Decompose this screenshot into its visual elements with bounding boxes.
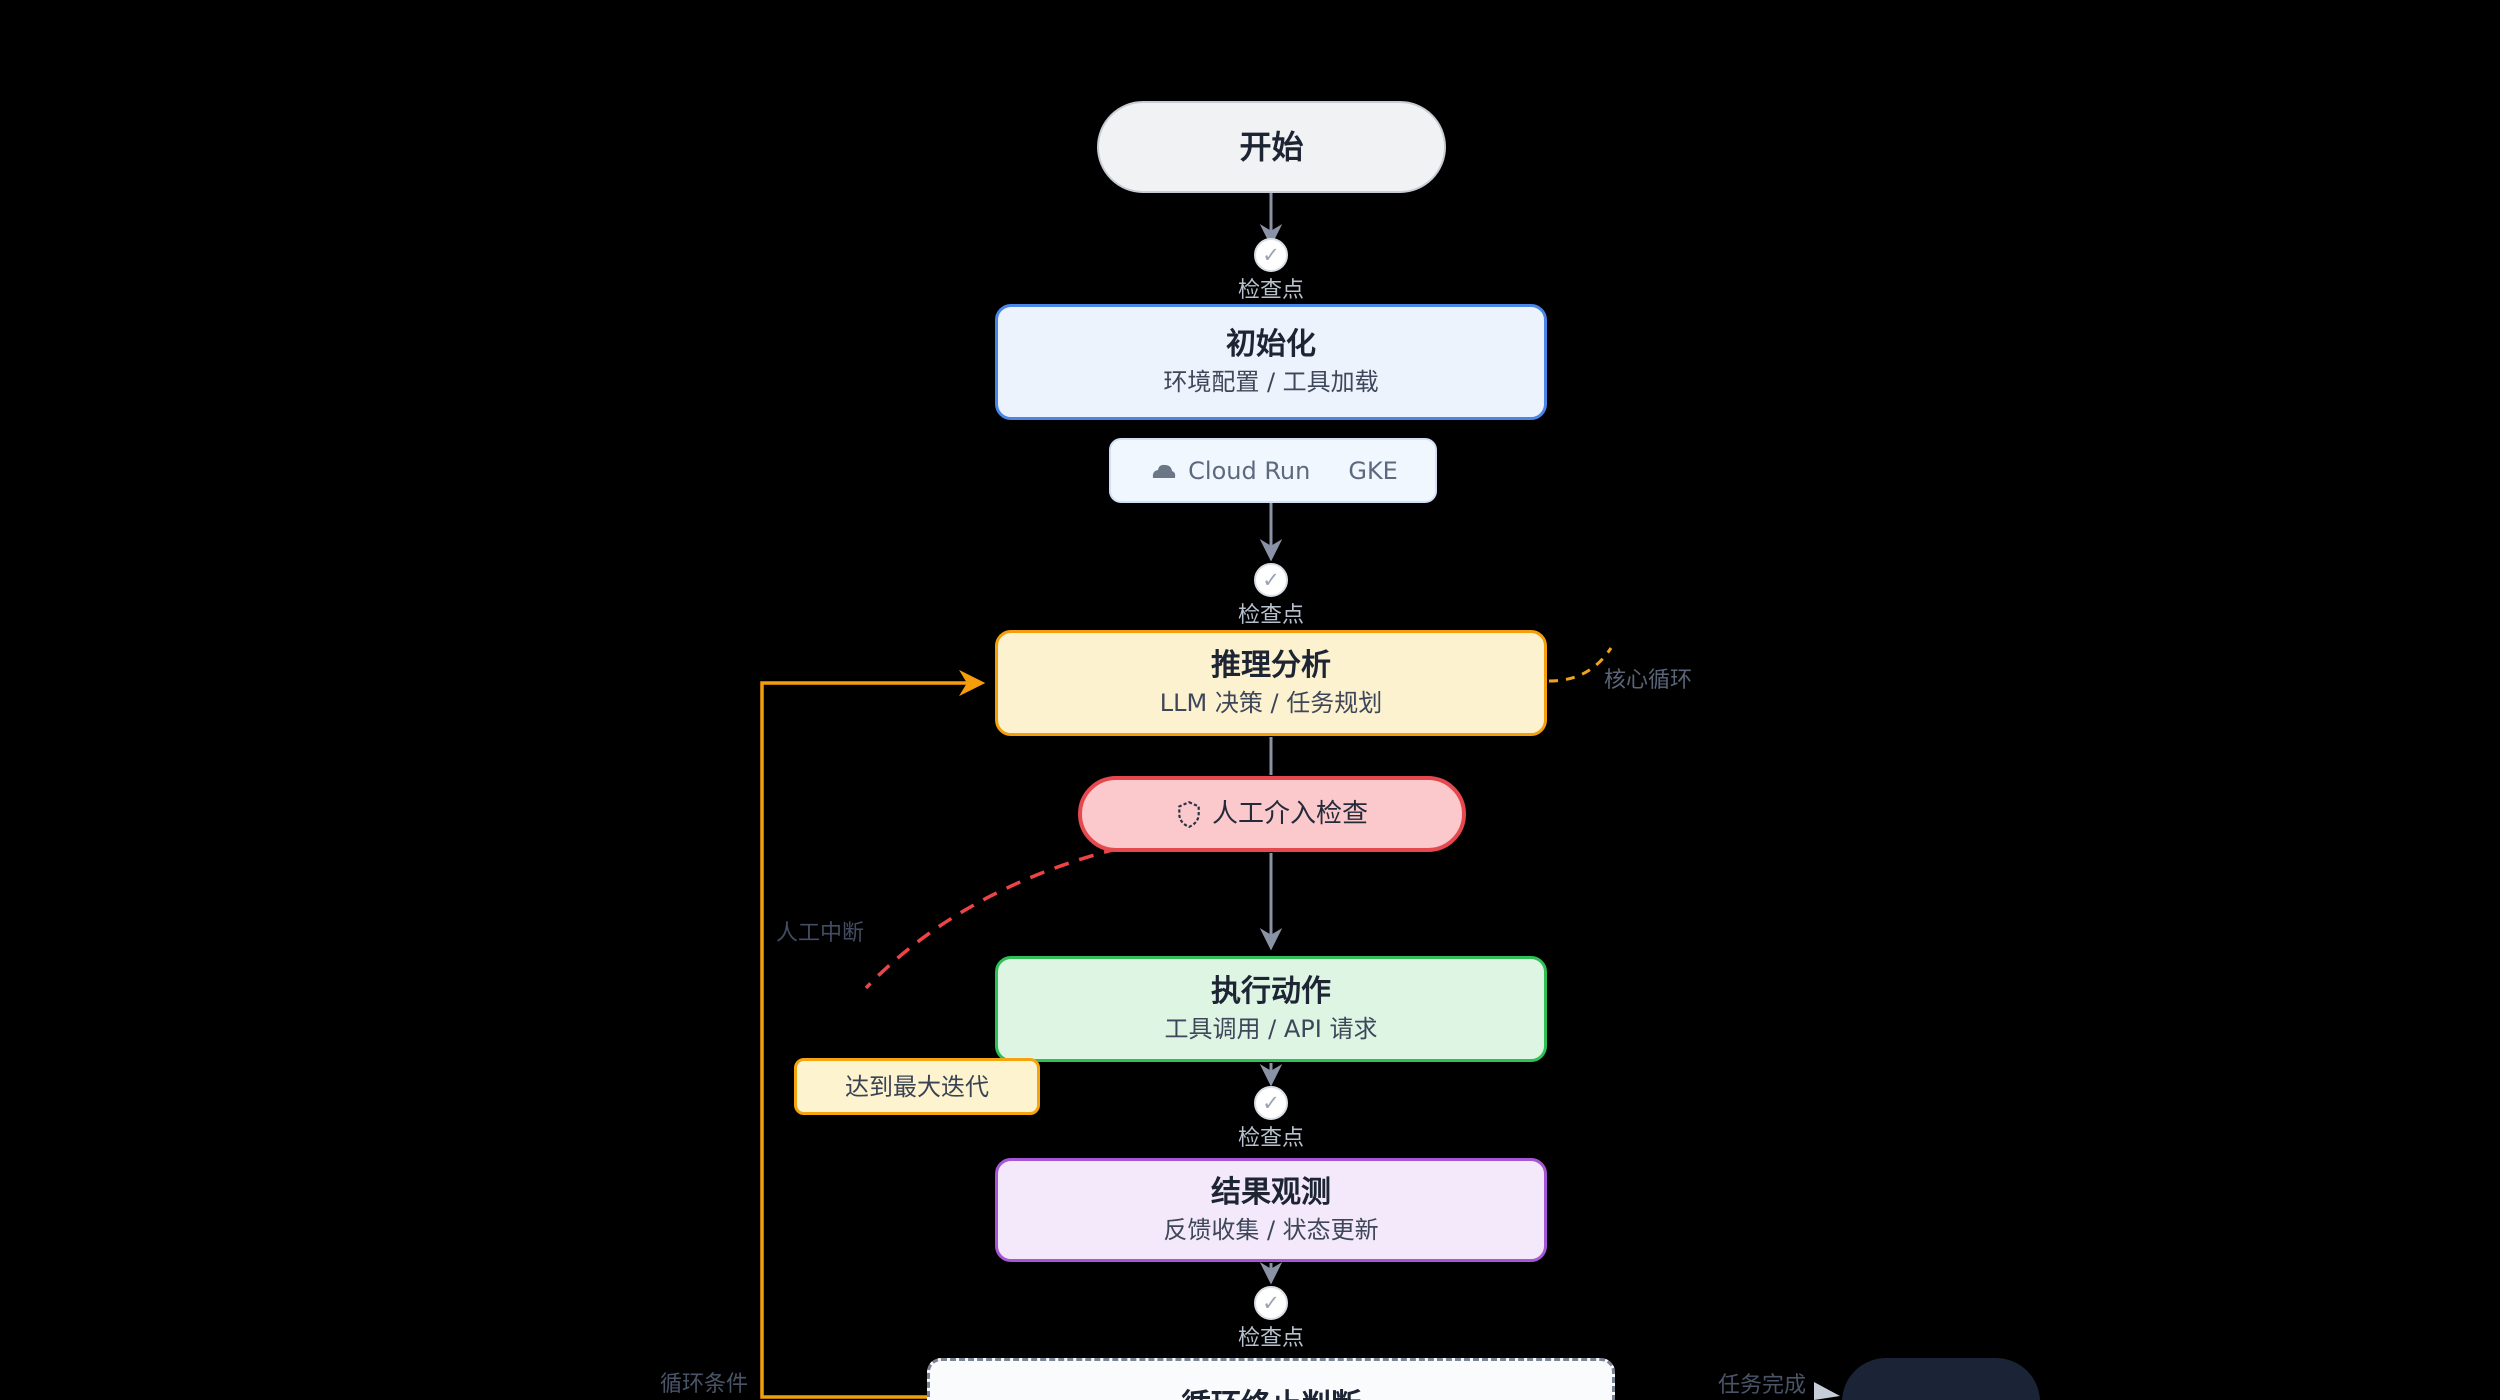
checkpoint-icon: ✓	[1254, 563, 1288, 597]
loop-condition-label: 循环条件	[660, 1372, 749, 1397]
node-platform-chip: Cloud Run GKE	[1109, 438, 1437, 503]
reasoning-subtitle: LLM 决策 / 任务规划	[1159, 689, 1383, 718]
human-interrupt-label: 人工中断	[776, 921, 865, 946]
core-loop-label: 核心循环	[1604, 668, 1693, 693]
node-loop-check: 循环终止判断	[927, 1358, 1615, 1400]
action-title: 执行动作	[1211, 973, 1331, 1009]
edge-into-end-arrow	[1814, 1382, 1840, 1400]
loop-check-title: 循环终止判断	[1181, 1387, 1361, 1400]
checkpoint-label: 检查点	[1237, 278, 1304, 303]
observe-subtitle: 反馈收集 / 状态更新	[1163, 1216, 1379, 1245]
check-icon: ✓	[1262, 242, 1280, 267]
checkpoint-label: 检查点	[1237, 1126, 1304, 1151]
start-title: 开始	[1239, 128, 1304, 166]
check-icon: ✓	[1262, 1290, 1280, 1315]
task-complete-label: 任务完成	[1718, 1373, 1807, 1398]
check-icon: ✓	[1262, 567, 1280, 592]
reasoning-title: 推理分析	[1211, 647, 1331, 683]
node-observe: 结果观测 反馈收集 / 状态更新	[995, 1158, 1547, 1262]
observe-title: 结果观测	[1211, 1174, 1331, 1210]
edge-core-loop-dashed	[1548, 647, 1613, 683]
checkpoint-icon: ✓	[1254, 1086, 1288, 1120]
edge-loopback-orange	[760, 669, 986, 1399]
init-subtitle: 环境配置 / 工具加载	[1163, 368, 1379, 397]
node-max-iterations-note: 达到最大迭代	[794, 1058, 1040, 1115]
platform-item-gke: GKE	[1348, 456, 1398, 485]
node-init: 初始化 环境配置 / 工具加载	[995, 304, 1547, 420]
shield-icon	[1178, 800, 1200, 828]
check-icon: ✓	[1262, 1090, 1280, 1115]
checkpoint-label: 检查点	[1237, 603, 1304, 628]
action-subtitle: 工具调用 / API 请求	[1164, 1015, 1378, 1044]
init-title: 初始化	[1226, 326, 1316, 362]
node-reasoning: 推理分析 LLM 决策 / 任务规划	[995, 630, 1547, 736]
human-check-title: 人工介入检查	[1211, 798, 1368, 829]
platform-item-cloud-run: Cloud Run	[1188, 456, 1311, 485]
node-action: 执行动作 工具调用 / API 请求	[995, 956, 1547, 1062]
checkpoint-icon: ✓	[1254, 1286, 1288, 1320]
node-start: 开始	[1097, 101, 1446, 193]
node-end	[1842, 1358, 2040, 1400]
max-iterations-text: 达到最大迭代	[845, 1072, 989, 1101]
checkpoint-label: 检查点	[1237, 1326, 1304, 1351]
checkpoint-icon: ✓	[1254, 238, 1288, 272]
cloud-icon	[1152, 464, 1176, 478]
node-human-check: 人工介入检查	[1078, 776, 1466, 852]
